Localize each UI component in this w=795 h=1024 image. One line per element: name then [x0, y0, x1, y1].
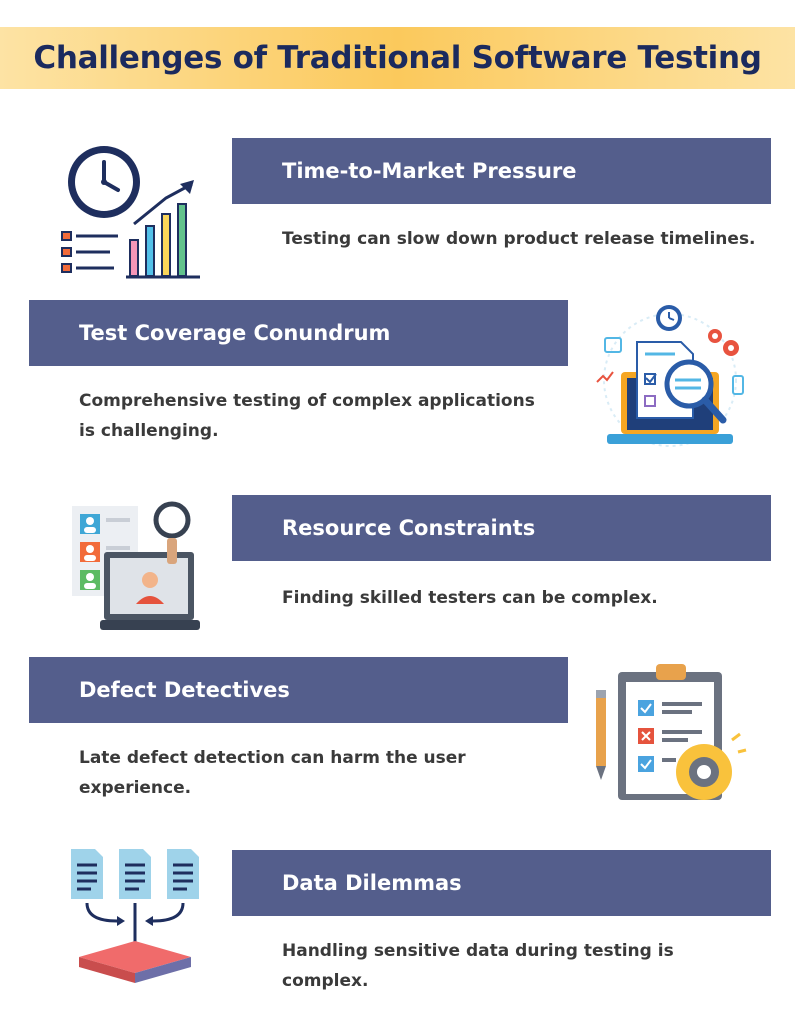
laptop-magnifier-icon — [585, 300, 755, 455]
item-description: Late defect detection can harm the user … — [79, 748, 466, 798]
item-description: Comprehensive testing of complex applica… — [79, 391, 535, 441]
item-description: Finding skilled testers can be complex. — [282, 588, 658, 608]
item-heading: Resource Constraints — [282, 516, 536, 540]
item-description: Testing can slow down product release ti… — [282, 229, 756, 249]
item-heading-band: Resource Constraints — [232, 495, 771, 561]
item-heading-band: Data Dilemmas — [232, 850, 771, 916]
title-banner: Challenges of Traditional Software Testi… — [0, 27, 795, 89]
data-merge-icon — [65, 845, 205, 985]
clipboard-checklist-icon — [592, 660, 752, 810]
item-heading-band: Defect Detectives — [29, 657, 568, 723]
item-description: Handling sensitive data during testing i… — [282, 941, 674, 991]
recruitment-icon — [70, 500, 205, 635]
item-heading: Test Coverage Conundrum — [79, 321, 391, 345]
item-heading-band: Time-to-Market Pressure — [232, 138, 771, 204]
item-heading: Time-to-Market Pressure — [282, 159, 577, 183]
item-heading: Defect Detectives — [79, 678, 290, 702]
item-heading-band: Test Coverage Conundrum — [29, 300, 568, 366]
clock-chart-icon — [58, 140, 208, 282]
item-heading: Data Dilemmas — [282, 871, 462, 895]
page-title: Challenges of Traditional Software Testi… — [33, 40, 762, 76]
